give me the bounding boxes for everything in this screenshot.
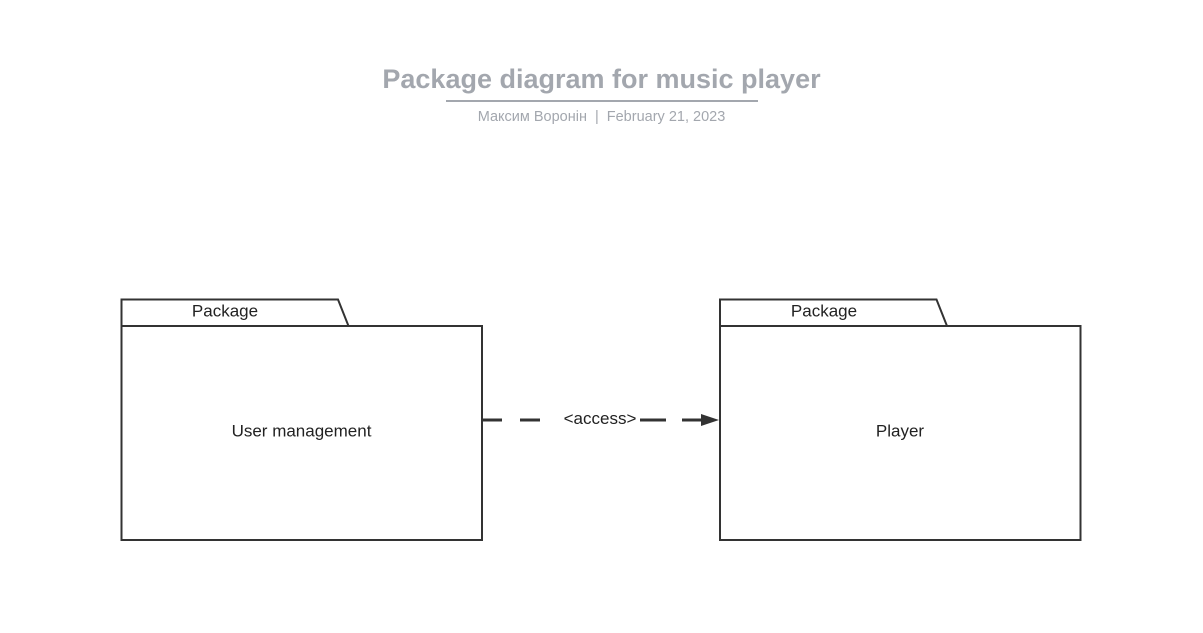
package-body bbox=[120, 325, 483, 541]
author-name: Максим Воронін bbox=[477, 109, 587, 125]
package-tab-label: Package bbox=[192, 302, 258, 321]
diagram-header: Package diagram for music player Максим … bbox=[0, 60, 1203, 126]
diagram-date: February 21, 2023 bbox=[606, 109, 726, 125]
title-underline bbox=[445, 100, 758, 102]
meta-separator: | bbox=[594, 109, 599, 125]
relationship-label: <access> bbox=[564, 409, 637, 428]
access-relationship[interactable]: <access> bbox=[482, 409, 719, 428]
package-name: User management bbox=[232, 422, 372, 441]
package-body bbox=[719, 325, 1082, 541]
package-tab-label: Package bbox=[791, 302, 857, 321]
package-user-management[interactable]: Package User management bbox=[120, 298, 483, 541]
package-player[interactable]: Package Player bbox=[719, 298, 1082, 541]
package-name: Player bbox=[876, 422, 925, 441]
diagram-title: Package diagram for music player bbox=[382, 64, 821, 94]
diagram-meta: Максим Воронін | February 21, 2023 bbox=[0, 108, 1203, 126]
